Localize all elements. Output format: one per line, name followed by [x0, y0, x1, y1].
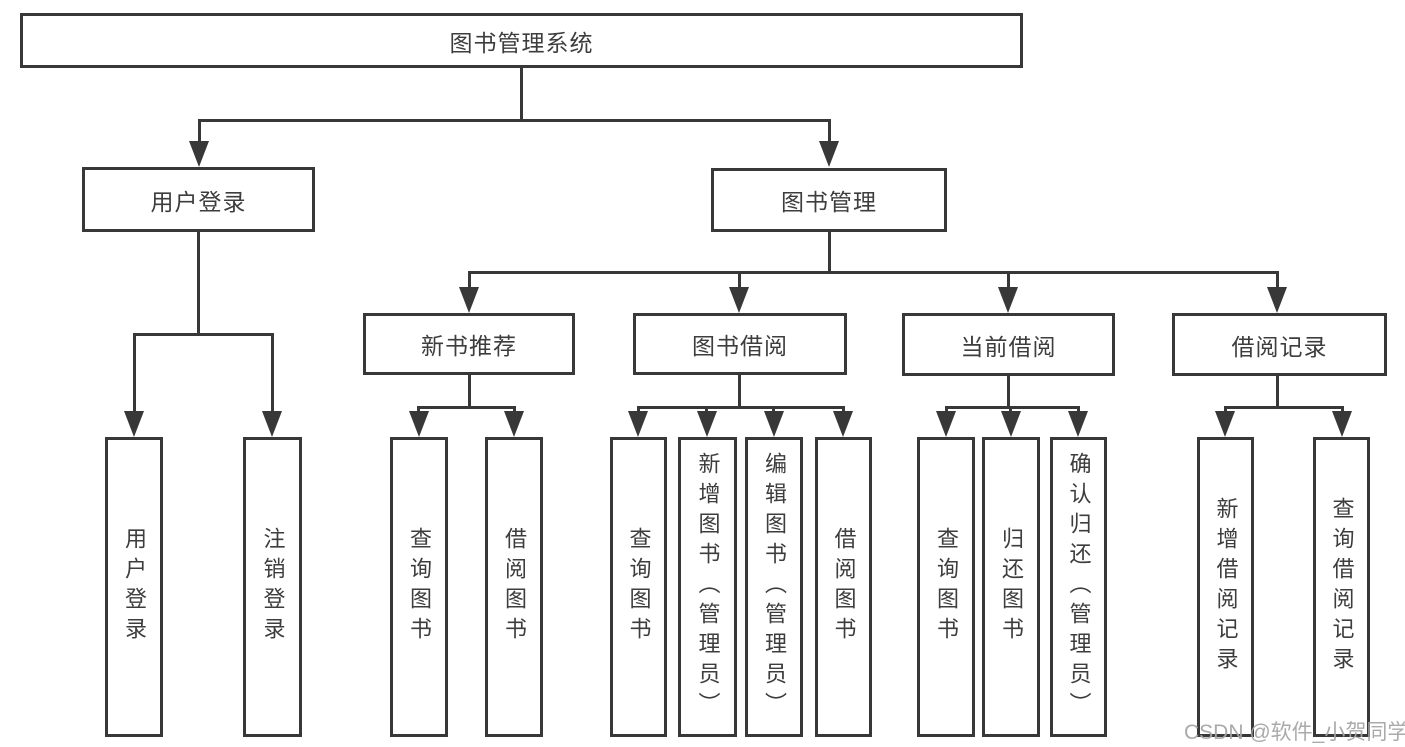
connector [468, 375, 471, 409]
leaf-logout-label: 注销登录 [260, 527, 286, 647]
connector [1276, 271, 1279, 289]
node-book-borrowing-label: 图书借阅 [692, 333, 788, 359]
connector [468, 271, 1279, 274]
arrow-down-icon [1001, 411, 1021, 437]
node-borrowing-records: 借阅记录 [1172, 313, 1387, 376]
node-new-book-recommend-label: 新书推荐 [421, 333, 517, 359]
connector [468, 271, 471, 289]
watermark: CSDN @软件_小贺同学 [1184, 721, 1405, 744]
arrow-down-icon [764, 411, 784, 437]
arrow-down-icon [409, 411, 429, 437]
leaf-add-books-admin-label: 新增图书（管理员） [695, 452, 721, 722]
connector [738, 375, 741, 409]
leaf-return-books: 归还图书 [982, 437, 1040, 737]
connector [198, 119, 831, 122]
connector [945, 406, 1080, 409]
leaf-query-books-recommend: 查询图书 [390, 437, 448, 737]
connector [133, 333, 274, 336]
leaf-logout: 注销登录 [243, 437, 302, 737]
leaf-query-books-recommend-label: 查询图书 [407, 527, 432, 647]
arrow-down-icon [819, 141, 839, 167]
arrow-down-icon [1267, 287, 1287, 313]
arrow-down-icon [189, 141, 209, 167]
arrow-down-icon [628, 411, 648, 437]
connector [197, 232, 200, 336]
connector [198, 119, 201, 145]
leaf-user-login-label: 用户登录 [122, 527, 147, 647]
leaf-user-login: 用户登录 [105, 437, 163, 737]
arrow-down-icon [936, 411, 956, 437]
leaf-borrow-books-recommend-label: 借阅图书 [502, 527, 527, 647]
connector [1224, 406, 1344, 409]
leaf-add-borrow-record: 新增借阅记录 [1197, 437, 1254, 737]
leaf-borrow-books: 借阅图书 [815, 437, 872, 737]
leaf-edit-books-admin-label: 编辑图书（管理员） [762, 452, 787, 722]
node-user-login-label: 用户登录 [150, 188, 247, 215]
leaf-borrow-books-recommend: 借阅图书 [485, 437, 543, 737]
connector [133, 333, 136, 415]
node-book-management: 图书管理 [711, 168, 947, 232]
leaf-borrow-books-label: 借阅图书 [831, 527, 857, 647]
connector [828, 232, 831, 274]
node-book-borrowing: 图书借阅 [633, 313, 847, 375]
leaf-query-books-borrowing-label: 查询图书 [626, 527, 652, 647]
node-root-label: 图书管理系统 [449, 29, 594, 56]
arrow-down-icon [262, 411, 282, 437]
leaf-confirm-return-admin-label: 确认归还（管理员） [1066, 452, 1092, 722]
leaf-confirm-return-admin: 确认归还（管理员） [1050, 437, 1107, 737]
connector [271, 333, 274, 415]
arrow-down-icon [1068, 411, 1088, 437]
arrow-down-icon [459, 287, 479, 313]
arrow-down-icon [833, 411, 853, 437]
connector [1276, 376, 1279, 409]
arrow-down-icon [1332, 411, 1352, 437]
connector [828, 119, 831, 145]
arrow-down-icon [1215, 411, 1235, 437]
leaf-add-books-admin: 新增图书（管理员） [678, 437, 737, 737]
leaf-add-borrow-record-label: 新增借阅记录 [1213, 497, 1239, 677]
node-root: 图书管理系统 [20, 13, 1023, 68]
arrow-down-icon [124, 411, 144, 437]
node-user-login: 用户登录 [82, 167, 315, 232]
arrow-down-icon [504, 411, 524, 437]
leaf-edit-books-admin: 编辑图书（管理员） [745, 437, 803, 737]
leaf-query-borrow-record: 查询借阅记录 [1313, 437, 1370, 737]
connector [1007, 271, 1010, 289]
node-current-borrowing: 当前借阅 [902, 313, 1115, 376]
leaf-query-borrow-record-label: 查询借阅记录 [1329, 497, 1355, 677]
leaf-return-books-label: 归还图书 [999, 527, 1024, 647]
leaf-query-books-borrowing: 查询图书 [610, 437, 667, 737]
connector [417, 406, 516, 409]
connector [1007, 376, 1010, 409]
node-current-borrowing-label: 当前借阅 [960, 333, 1057, 360]
connector [738, 271, 741, 289]
arrow-down-icon [697, 411, 717, 437]
connector [520, 68, 523, 122]
node-book-management-label: 图书管理 [781, 189, 877, 215]
node-borrowing-records-label: 借阅记录 [1231, 333, 1328, 360]
leaf-query-books-current-label: 查询图书 [934, 527, 959, 647]
arrow-down-icon [998, 287, 1018, 313]
arrow-down-icon [729, 287, 749, 313]
connector [637, 406, 845, 409]
leaf-query-books-current: 查询图书 [917, 437, 975, 737]
node-new-book-recommend: 新书推荐 [363, 313, 575, 375]
